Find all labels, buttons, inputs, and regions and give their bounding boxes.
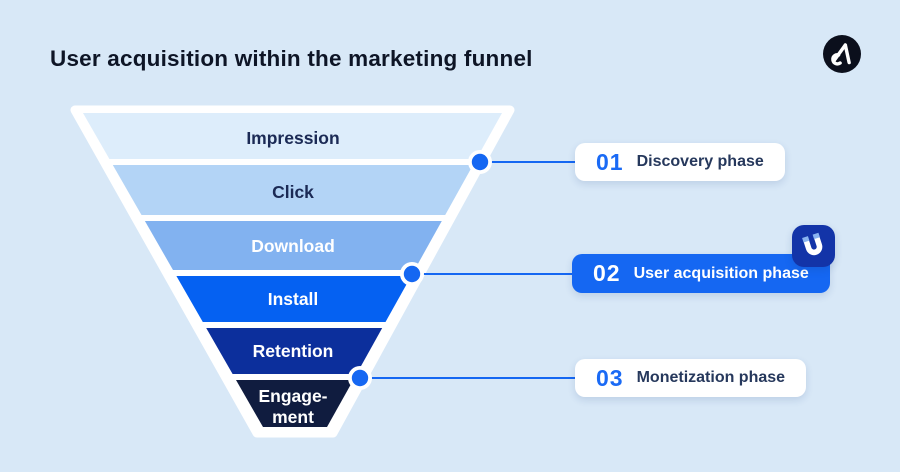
funnel-stage-click [112,165,474,215]
phase-card-monetization: 03 Monetization phase [575,359,807,397]
funnel-stage-engagement-label-line2: ment [272,407,314,427]
magnet-icon [801,232,822,256]
phase-label: User acquisition phase [633,264,809,282]
adjust-logo-icon [823,35,861,73]
funnel-stage-retention [206,328,383,374]
connector-dot-3 [348,366,372,390]
connector-dot-1 [468,150,492,174]
page-title: User acquisition within the marketing fu… [50,46,533,71]
funnel-stage-download-label: Download [251,236,335,256]
funnel-stage-install-label: Install [268,289,319,309]
funnel-stage-download [144,221,442,270]
funnel-stage-impression-label: Impression [246,128,339,148]
phase-card-discovery: 01 Discovery phase [575,143,785,181]
phase-label: Monetization phase [636,369,786,386]
funnel-stage-engagement-label-line1: Engage- [258,386,327,406]
adjust-logo [823,35,861,73]
funnel-stage-click-label: Click [272,182,314,202]
funnel-stage-retention-label: Retention [253,341,334,361]
connector-dot-2 [400,262,424,286]
funnel-stage-impression [83,113,502,159]
funnel-stage-engagement [236,380,354,427]
funnel-stage-install [176,276,412,322]
phase-label: Discovery phase [636,153,764,170]
phase-number: 02 [593,260,621,286]
phase-number: 03 [596,364,624,391]
phase-card-user-acquisition: 02 User acquisition phase [572,254,830,293]
phase-number: 01 [596,148,624,175]
magnet-badge [792,225,835,267]
